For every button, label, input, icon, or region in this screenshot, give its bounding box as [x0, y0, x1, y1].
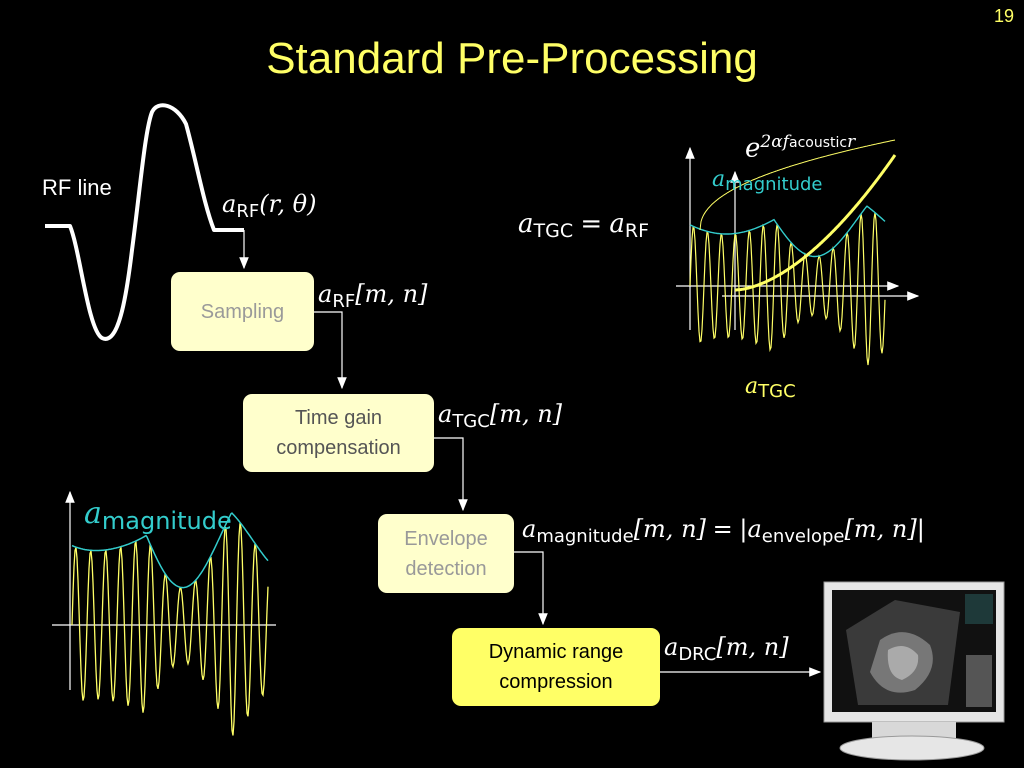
drc-block[interactable]: Dynamic range compression [452, 628, 660, 706]
tgc-plot-signals [689, 139, 897, 366]
gain-curve-label: e2αfacousticr [745, 132, 856, 164]
rf-equation: aRF(r, θ) [222, 190, 317, 222]
gain-curve [735, 154, 897, 292]
tgc-equation: aTGC = aRF [518, 209, 650, 242]
envelope-block[interactable]: Envelope detection [378, 514, 514, 593]
tgc-output: aTGC[m, n] [438, 400, 563, 432]
magnitude-plot-axes [52, 490, 276, 690]
magnitude-curve [689, 205, 886, 258]
sampling-label: Sampling [200, 300, 285, 323]
sampling-output: aRF[m, n] [318, 280, 428, 312]
drc-output: aDRC[m, n] [664, 633, 789, 665]
tgc-signal-label: aTGC [745, 374, 796, 402]
magnitude-plot-signals [71, 512, 269, 736]
arrow-icon [514, 551, 548, 626]
tgc-magnitude-label: amagnitude [712, 167, 823, 195]
carrier-signal [71, 523, 269, 736]
rf-signal [689, 212, 886, 366]
sampling-block[interactable]: Sampling [171, 272, 314, 351]
slide-title: Standard Pre-Processing [266, 34, 758, 83]
tgc-label: Time gain compensation [276, 407, 401, 459]
rf-line-label: RF line [42, 175, 112, 200]
page-number: 19 [993, 6, 1014, 26]
envelope-label: Envelope detection [404, 527, 488, 580]
envelope-equation: amagnitude[m, n] = |aenvelope[m, n]| [522, 515, 925, 547]
rf-line-waveform [45, 103, 244, 341]
magnitude-plot-label: amagnitude [84, 496, 232, 535]
tgc-plot-axes [676, 146, 920, 330]
drc-label: Dynamic range compression [488, 641, 624, 693]
gain-curve-thin [699, 139, 896, 231]
arrow-icon [314, 311, 347, 390]
arrow-icon [434, 437, 468, 512]
tgc-block[interactable]: Time gain compensation [243, 394, 434, 472]
envelope-curve [71, 512, 269, 589]
monitor-icon [823, 581, 1005, 761]
